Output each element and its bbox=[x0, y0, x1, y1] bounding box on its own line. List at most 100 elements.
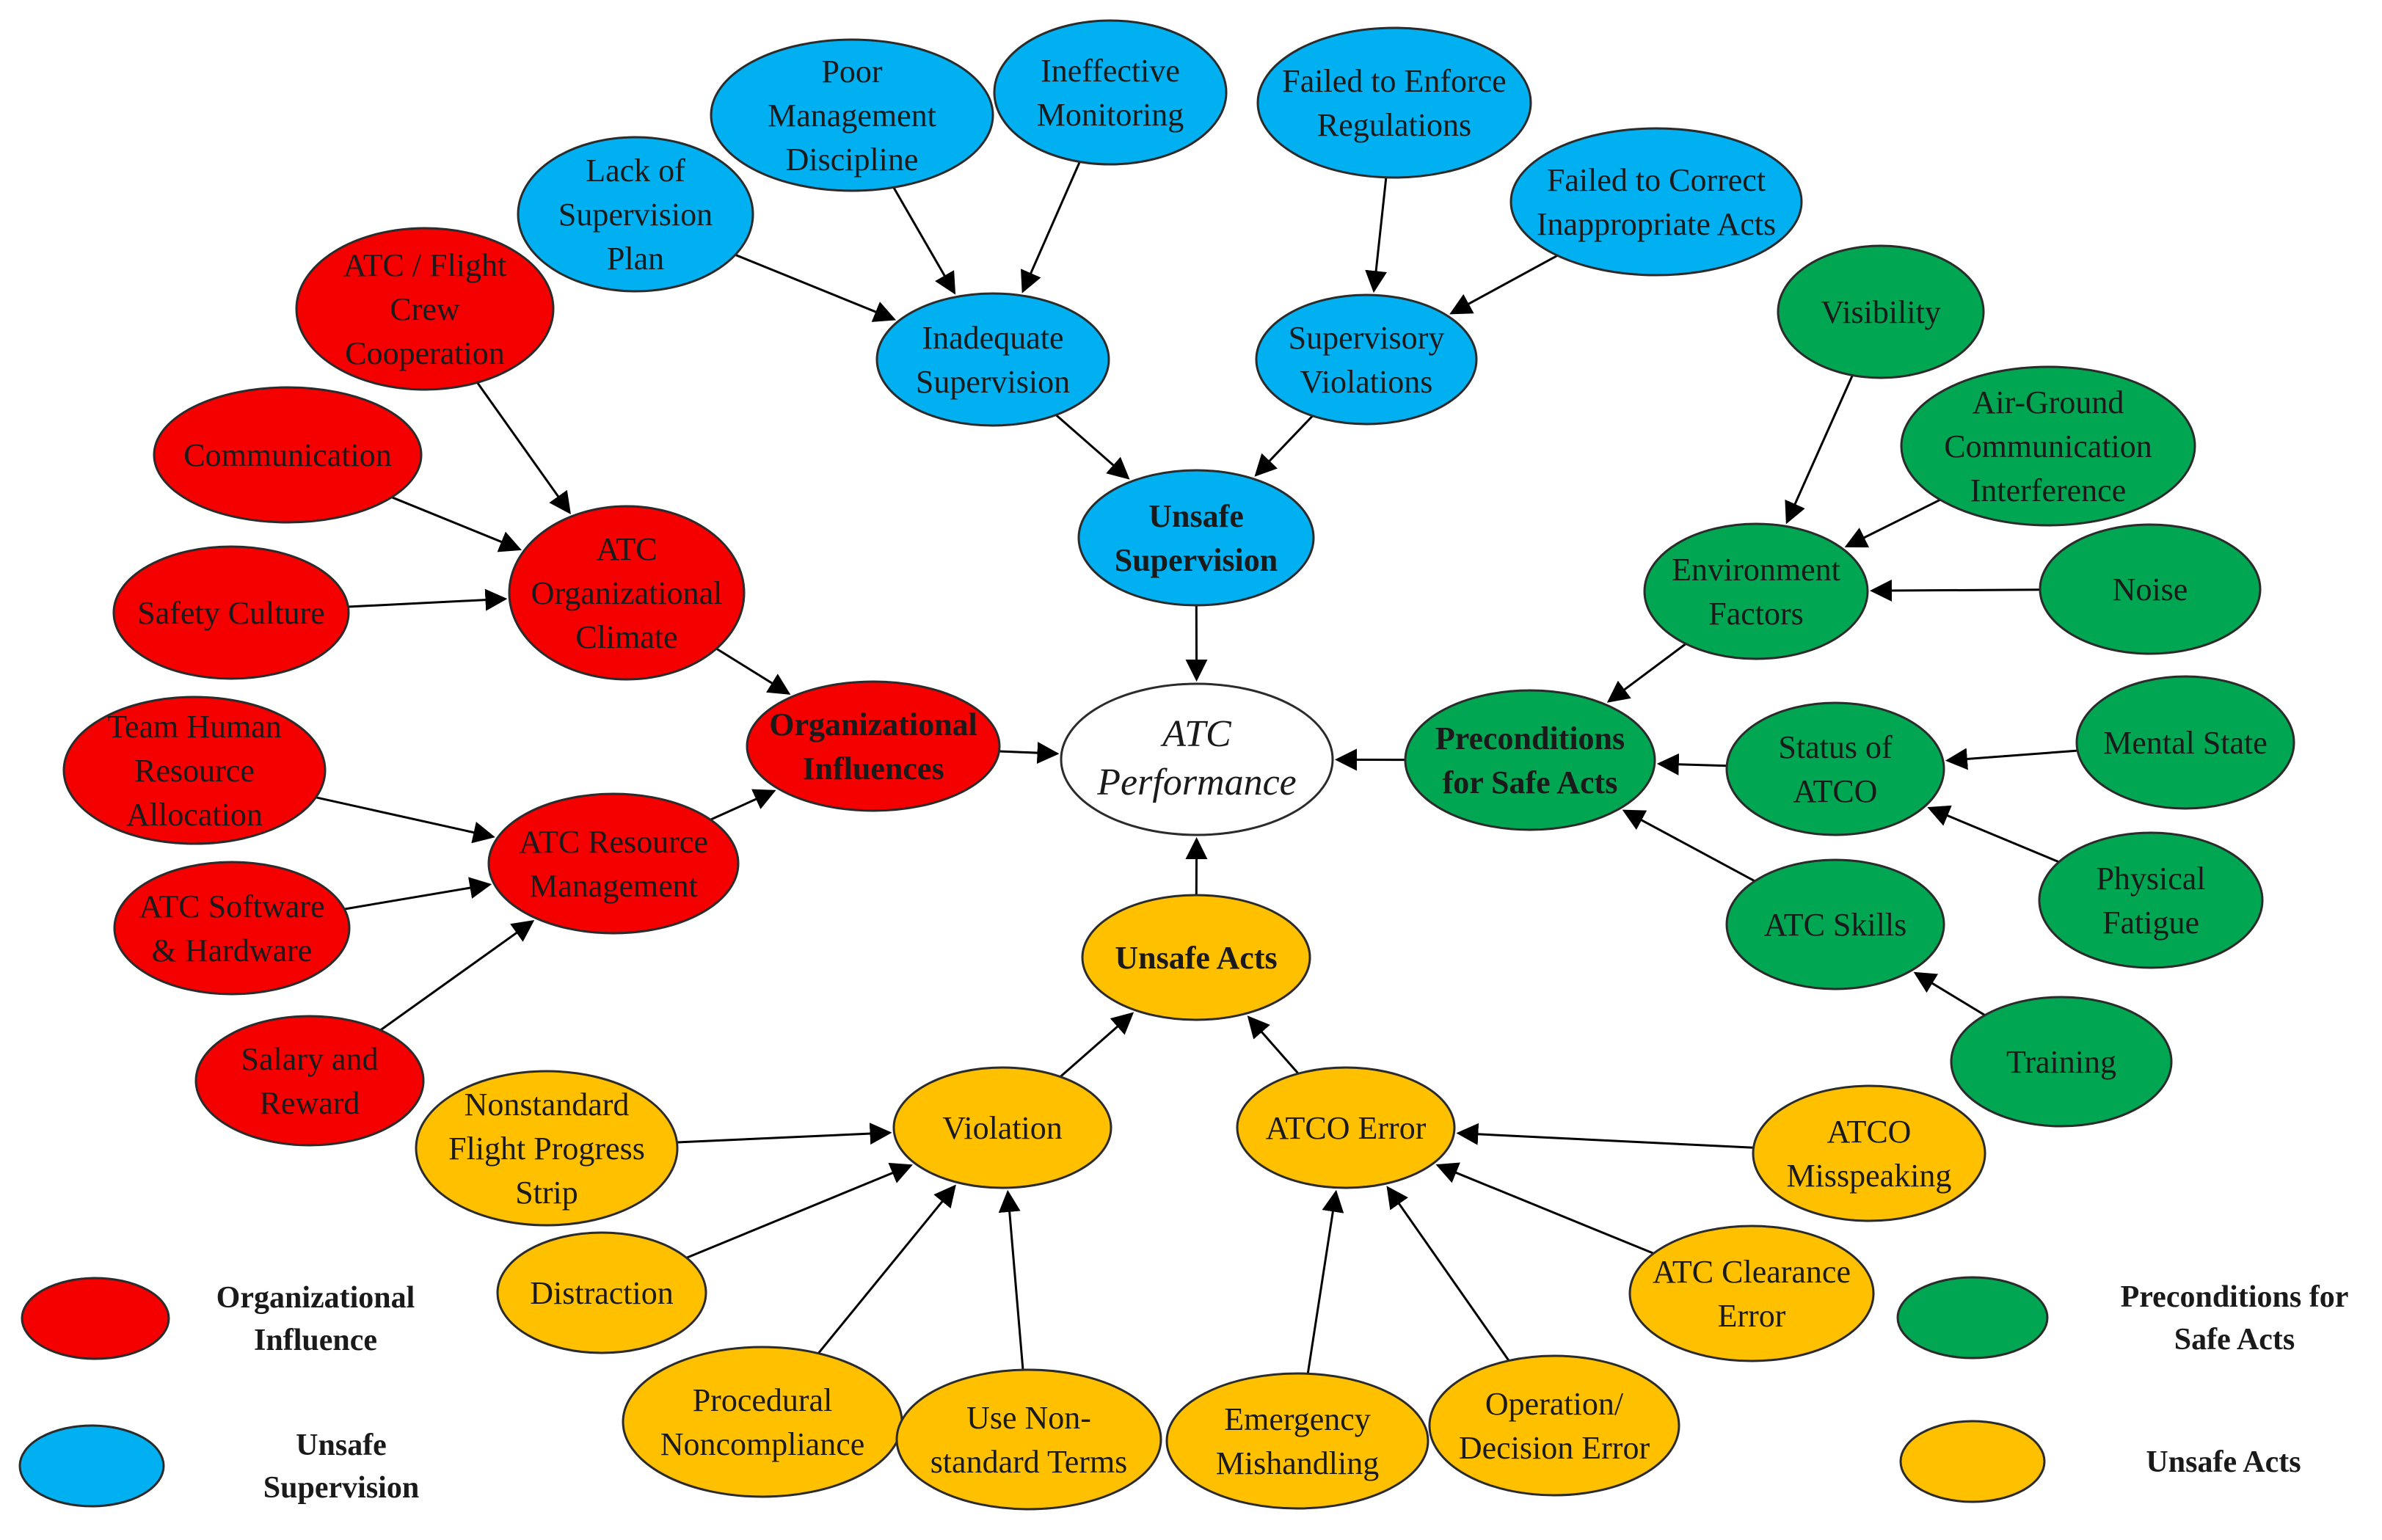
edge-air-ground-to-environment bbox=[1844, 498, 1941, 548]
node-ellipse bbox=[415, 1070, 679, 1227]
node-label: Influences bbox=[802, 751, 944, 787]
node-label: Decision Error bbox=[1459, 1430, 1650, 1466]
node-ellipse bbox=[2038, 831, 2264, 969]
legend-label: Organizational bbox=[216, 1281, 415, 1315]
legend-swatch bbox=[1896, 1276, 2049, 1360]
node-label: Noncompliance bbox=[660, 1426, 865, 1462]
node-ellipse bbox=[62, 696, 327, 845]
node-ellipse bbox=[153, 386, 423, 524]
legend-label: Unsafe bbox=[296, 1428, 387, 1462]
node-label: Performance bbox=[1096, 762, 1296, 803]
node-label: Organizational bbox=[769, 707, 977, 742]
node-label: Plan bbox=[607, 241, 664, 277]
node-label: for Safe Acts bbox=[1443, 764, 1618, 800]
node-ellipse bbox=[746, 680, 1001, 812]
edge-supervisory-violations-to-unsafe-supervision bbox=[1254, 415, 1314, 477]
node-label: Resource bbox=[134, 753, 255, 789]
node-label: Cooperation bbox=[345, 335, 505, 371]
node-label: Communication bbox=[183, 437, 392, 473]
node-use-nonstandard: Use Non-standard Terms bbox=[895, 1368, 1162, 1511]
edge-procedural-to-violation bbox=[817, 1184, 956, 1354]
node-label: Physical bbox=[2096, 861, 2205, 897]
node-label: Communication bbox=[1944, 428, 2152, 464]
node-label: Flight Progress bbox=[448, 1131, 645, 1167]
node-label: ATC Clearance bbox=[1653, 1254, 1851, 1290]
node-mental-state: Mental State bbox=[2075, 675, 2295, 810]
node-label: Salary and bbox=[241, 1041, 379, 1077]
node-label: Violation bbox=[942, 1110, 1063, 1146]
node-label: ATCO bbox=[1827, 1114, 1912, 1150]
edge-team-hr-to-atc-resource-mgmt bbox=[316, 796, 495, 844]
node-label: Discipline bbox=[786, 142, 919, 178]
node-label: Crew bbox=[390, 291, 460, 327]
node-label: Reward bbox=[260, 1085, 360, 1121]
node-ellipse bbox=[508, 505, 746, 681]
edge-ineffective-monitoring-to-inadequate-supervision bbox=[1021, 161, 1081, 293]
node-ellipse bbox=[517, 136, 754, 293]
node-label: Unsafe bbox=[1148, 498, 1244, 534]
node-noise: Noise bbox=[2039, 523, 2262, 655]
edge-communication-to-atc-org-climate bbox=[391, 496, 522, 552]
node-label: Misspeaking bbox=[1787, 1158, 1952, 1194]
edge-atc-software-to-atc-resource-mgmt bbox=[343, 877, 492, 911]
node-distraction: Distraction bbox=[496, 1231, 707, 1354]
node-visibility: Visibility bbox=[1777, 244, 1985, 379]
edge-layer bbox=[316, 161, 2078, 1374]
node-ellipse bbox=[1752, 1084, 1986, 1222]
edge-salary-to-atc-resource-mgmt bbox=[379, 920, 535, 1032]
node-label: Status of bbox=[1778, 729, 1893, 765]
node-label: Error bbox=[1718, 1298, 1786, 1334]
edge-atco-error-to-unsafe-acts bbox=[1247, 1015, 1300, 1075]
edge-nonstandard-strip-to-violation bbox=[677, 1123, 892, 1145]
node-ellipse bbox=[1900, 365, 2196, 527]
node-ellipse bbox=[710, 38, 994, 192]
node-ellipse bbox=[1428, 1354, 1680, 1497]
node-ellipse bbox=[622, 1346, 903, 1498]
node-label: Safety Culture bbox=[137, 595, 324, 631]
node-ellipse bbox=[112, 545, 350, 680]
node-label: ATC Resource bbox=[519, 824, 708, 860]
node-label: Management bbox=[529, 868, 698, 904]
edge-violation-to-unsafe-acts bbox=[1059, 1012, 1134, 1078]
node-unsafe-acts: Unsafe Acts bbox=[1081, 894, 1311, 1021]
edge-mental-state-to-status-atco bbox=[1945, 748, 2078, 770]
legend-label: Unsafe Acts bbox=[2146, 1445, 2301, 1479]
node-label: Procedural bbox=[693, 1382, 833, 1418]
edge-organizational-influences-to-atc-performance bbox=[999, 742, 1060, 764]
node-label: Allocation bbox=[126, 797, 263, 833]
edge-distraction-to-violation bbox=[686, 1162, 913, 1259]
node-ellipse bbox=[993, 19, 1228, 166]
node-ellipse bbox=[1081, 894, 1311, 1021]
node-ellipse bbox=[1725, 858, 1945, 990]
node-label: ATC Skills bbox=[1764, 907, 1906, 943]
node-ellipse bbox=[1255, 293, 1478, 426]
node-label: Supervision bbox=[916, 364, 1070, 400]
node-label: Visibility bbox=[1821, 294, 1941, 330]
node-training: Training bbox=[1950, 996, 2173, 1128]
node-label: ATCO Error bbox=[1266, 1110, 1427, 1146]
node-ellipse bbox=[1077, 469, 1315, 607]
legend-item-acts: Unsafe Acts bbox=[1899, 1420, 2301, 1503]
node-label: Inappropriate Acts bbox=[1537, 206, 1776, 242]
edge-clearance-error-to-atco-error bbox=[1435, 1162, 1654, 1255]
node-ellipse bbox=[2039, 523, 2262, 655]
node-label: ATC bbox=[1160, 713, 1232, 755]
node-ellipse bbox=[1509, 127, 1803, 277]
node-label: Organizational bbox=[531, 575, 723, 611]
node-operation-decision: Operation/Decision Error bbox=[1428, 1354, 1680, 1497]
node-ellipse bbox=[1725, 701, 1945, 836]
